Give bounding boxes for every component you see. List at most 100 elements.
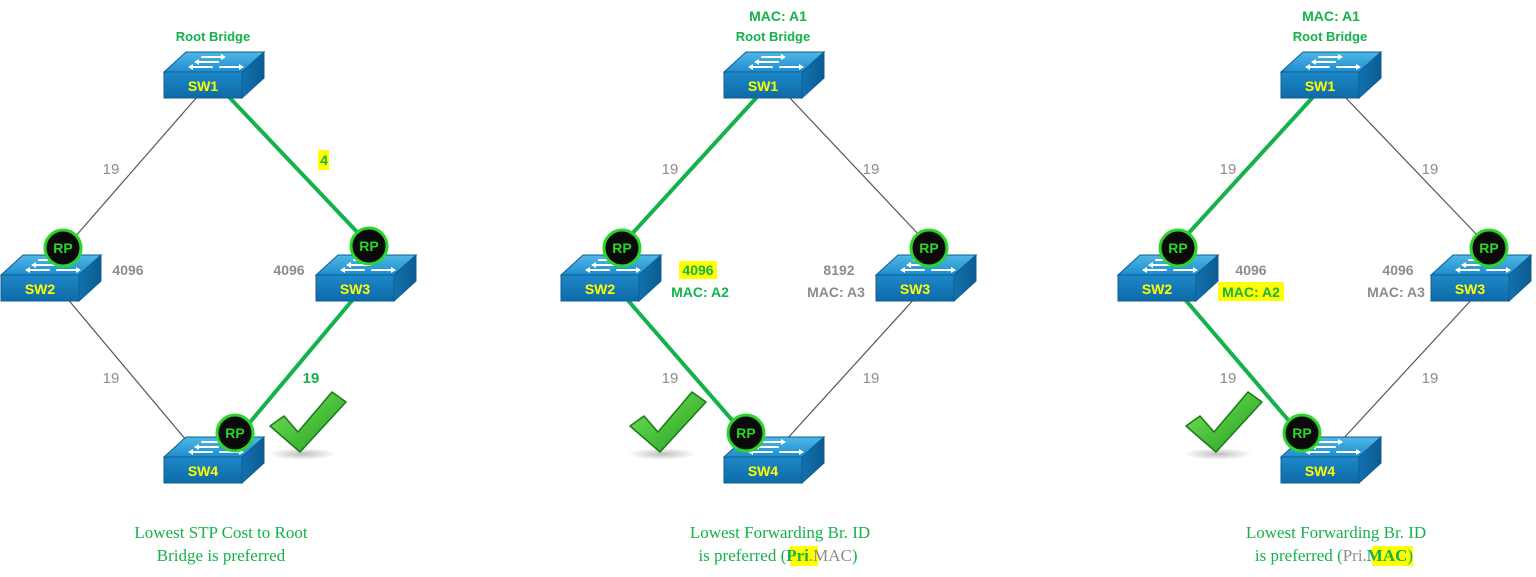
sw3-mac: MAC: A3 (807, 284, 865, 300)
caption-pri: Pri (786, 546, 809, 565)
root-mac-label: MAC: A1 (1302, 8, 1360, 24)
sw2-mac: MAC: A2 (1222, 284, 1280, 300)
cost-sw1-sw2: 19 (103, 161, 120, 178)
switch-sw2: SW2 (0, 254, 102, 302)
caption-line-2: is preferred (Pri.MAC) (1255, 546, 1413, 566)
sw2-priority: 4096 (112, 262, 143, 278)
switch-label: SW1 (188, 78, 219, 94)
sw3-mac: MAC: A3 (1367, 284, 1425, 300)
mac-highlight (1218, 282, 1284, 301)
cost-sw3-sw4: 19 (1422, 370, 1439, 387)
root-port-badge-sw2: RP (43, 228, 83, 268)
checkmark-icon (1183, 391, 1263, 461)
link-sw2-sw4 (65, 296, 187, 441)
switch-sw4: SW4 (1280, 436, 1382, 484)
link-sw3-sw4 (244, 295, 357, 429)
caption-dot: . (809, 546, 813, 565)
sw2-priority: 4096 (682, 262, 713, 278)
switch-sw3: SW3 (1430, 254, 1532, 302)
rp-text: RP (1292, 425, 1311, 441)
rp-text: RP (359, 238, 378, 254)
caption-dot: . (1363, 546, 1367, 565)
caption-line-2: is preferred (Pri.MAC) (698, 546, 858, 566)
switch-label: SW3 (340, 281, 371, 297)
checkmark-icon (627, 391, 707, 461)
cost-highlight (318, 150, 329, 170)
root-bridge-label: Root Bridge (736, 29, 810, 44)
cost-sw1-sw3: 19 (863, 161, 880, 178)
priority-highlight (679, 261, 717, 279)
rp-text: RP (1168, 240, 1187, 256)
caption-line-1: Lowest Forwarding Br. ID (690, 523, 870, 542)
switch-sw2: SW2 (1117, 254, 1219, 302)
sw3-priority: 4096 (273, 262, 304, 278)
switch-sw1: SW1 (723, 51, 825, 99)
caption-prefix: is preferred ( (1255, 546, 1343, 565)
root-port-badge-sw3: RP (349, 226, 389, 266)
panel-1: Root Bridge SW1 SW2 SW3 SW4 RP RP (0, 29, 417, 565)
caption-mac: MAC (1367, 546, 1408, 565)
link-sw2-sw4 (1181, 295, 1297, 430)
cost-sw2-sw4: 19 (1220, 370, 1237, 387)
rp-text: RP (53, 240, 72, 256)
switch-sw2: SW2 (560, 254, 662, 302)
sw2-priority: 4096 (1235, 262, 1266, 278)
switch-label: SW3 (900, 281, 931, 297)
link-sw1-sw3 (227, 95, 361, 236)
root-port-badge-sw4: RP (1282, 413, 1322, 453)
rp-text: RP (736, 425, 755, 441)
rp-text: RP (1479, 240, 1498, 256)
caption-line-1: Lowest Forwarding Br. ID (1246, 523, 1426, 542)
switch-label: SW1 (1305, 78, 1336, 94)
sw3-priority: 8192 (823, 262, 854, 278)
root-port-badge-sw3: RP (1469, 228, 1509, 268)
svg-text:is preferred (Pri.MAC): is preferred (Pri.MAC) (698, 546, 857, 565)
link-sw2-sw4 (623, 295, 741, 430)
link-sw1-sw2 (628, 95, 759, 238)
root-mac-label: MAC: A1 (749, 8, 807, 24)
root-port-badge-sw3: RP (909, 228, 949, 268)
cost-sw2-sw4: 19 (103, 370, 120, 387)
svg-text:is preferred (Pri.MAC): is preferred (Pri.MAC) (1255, 546, 1413, 565)
switch-label: SW2 (1142, 281, 1173, 297)
rp-text: RP (225, 425, 244, 441)
root-bridge-label: Root Bridge (176, 29, 250, 44)
switch-sw4: SW4 (163, 436, 265, 484)
root-port-badge-sw4: RP (215, 413, 255, 453)
link-sw1-sw2 (1184, 95, 1315, 238)
cost-sw1-sw3: 19 (1422, 161, 1439, 178)
caption-pri-highlight (790, 546, 818, 566)
caption-line-1: Lowest STP Cost to Root (134, 523, 307, 542)
rp-text: RP (919, 240, 938, 256)
link-sw1-sw2 (73, 96, 198, 239)
link-sw1-sw3 (788, 96, 921, 237)
root-bridge-label: Root Bridge (1293, 29, 1367, 44)
cost-sw1-sw2: 19 (1220, 161, 1237, 178)
rp-text: RP (612, 240, 631, 256)
switch-label: SW2 (585, 281, 616, 297)
root-port-badge-sw2: RP (1158, 228, 1198, 268)
sw3-priority: 4096 (1382, 262, 1413, 278)
caption-suffix: ) (1407, 546, 1413, 565)
switch-label: SW2 (25, 281, 56, 297)
switch-sw1: SW1 (163, 51, 265, 99)
checkmark-icon (267, 391, 347, 461)
link-sw3-sw4 (1341, 296, 1475, 441)
cost-sw3-sw4: 19 (303, 370, 320, 387)
root-port-badge-sw2: RP (602, 228, 642, 268)
panel-2: MAC: A1 Root Bridge SW1 SW2 SW3 SW4 RP R… (560, 8, 977, 566)
caption-mac-highlight (1372, 546, 1413, 566)
caption-pri: Pri (1343, 546, 1363, 565)
sw2-mac: MAC: A2 (671, 284, 729, 300)
switch-label: SW3 (1455, 281, 1486, 297)
link-sw3-sw4 (785, 296, 917, 441)
switch-sw3: SW3 (315, 254, 417, 302)
cost-sw1-sw2: 19 (662, 161, 679, 178)
switch-label: SW4 (188, 463, 219, 479)
link-sw1-sw3 (1344, 96, 1479, 237)
switch-label: SW4 (1305, 463, 1336, 479)
switch-label: SW4 (748, 463, 779, 479)
switch-sw1: SW1 (1280, 51, 1382, 99)
switch-label: SW1 (748, 78, 779, 94)
